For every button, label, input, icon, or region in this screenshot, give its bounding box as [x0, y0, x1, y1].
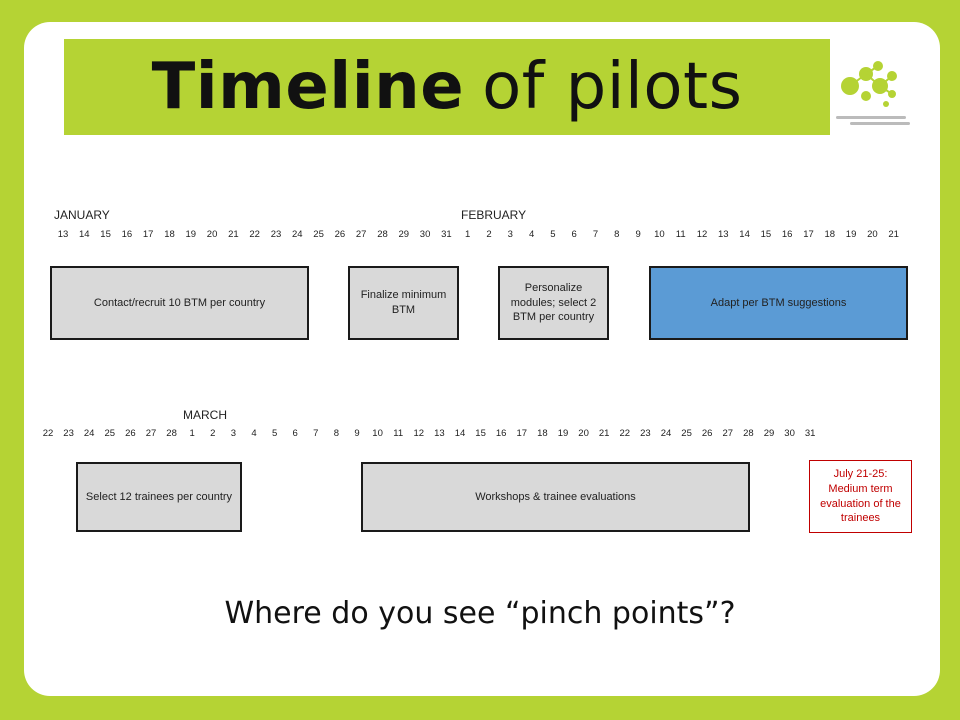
day-tick: 28	[166, 428, 177, 439]
day-tick: 4	[251, 428, 257, 439]
day-tick: 5	[271, 428, 278, 439]
day-tick: 19	[845, 229, 857, 240]
day-tick: 29	[398, 229, 410, 240]
day-tick: 18	[537, 428, 548, 439]
day-tick: 23	[270, 229, 282, 240]
day-tick: 25	[681, 428, 692, 439]
day-tick: 4	[528, 229, 535, 240]
day-tick: 22	[249, 229, 260, 240]
day-tick: 21	[598, 428, 610, 439]
day-tick: 13	[57, 229, 69, 240]
day-tick: 29	[763, 428, 775, 439]
day-tick: 20	[867, 229, 878, 240]
day-tick: 24	[660, 428, 672, 439]
day-tick: 16	[495, 428, 507, 439]
day-tick: 28	[743, 428, 754, 439]
day-tick: 11	[675, 229, 686, 240]
day-tick: 12	[696, 229, 708, 240]
day-tick: 5	[550, 229, 556, 240]
day-tick: 3	[507, 229, 513, 240]
day-tick: 16	[121, 229, 133, 240]
day-tick: 27	[145, 428, 157, 439]
task-finalize-btm: Finalize minimum BTM	[348, 266, 459, 340]
day-tick: 9	[354, 428, 360, 439]
day-tick: 31	[804, 428, 816, 439]
task-select-trainees: Select 12 trainees per country	[76, 462, 242, 532]
day-tick: 21	[888, 229, 899, 240]
day-tick: 23	[63, 428, 74, 439]
task-personalize-modules: Personalize modules; select 2 BTM per co…	[498, 266, 609, 340]
day-tick: 7	[592, 229, 599, 240]
day-tick: 25	[313, 229, 324, 240]
day-tick: 22	[619, 428, 631, 439]
day-tick: 15	[100, 229, 111, 240]
day-tick: 2	[210, 428, 216, 439]
day-tick: 6	[292, 428, 298, 439]
day-tick: 12	[413, 428, 425, 439]
day-tick: 2	[486, 229, 492, 240]
day-tick: 30	[784, 428, 795, 439]
month-label-february: FEBRUARY	[461, 208, 527, 222]
day-tick: 25	[104, 428, 116, 439]
day-tick: 19	[185, 229, 197, 240]
day-tick: 17	[516, 428, 528, 439]
day-tick: 6	[571, 229, 577, 240]
title-bold: Timeline	[151, 50, 465, 124]
day-tick: 15	[760, 229, 772, 240]
molecule-logo-icon	[836, 61, 910, 125]
day-tick: 11	[393, 428, 404, 439]
day-tick: 1	[465, 229, 471, 240]
day-tick: 20	[578, 428, 589, 439]
day-tick: 14	[79, 229, 90, 240]
page-title: Timeline of pilots	[64, 39, 830, 135]
day-tick: 27	[722, 428, 734, 439]
day-tick: 17	[142, 229, 154, 240]
day-tick: 21	[228, 229, 239, 240]
day-tick: 9	[635, 229, 641, 240]
day-tick: 3	[230, 428, 237, 439]
day-tick: 18	[824, 229, 836, 240]
day-tick: 8	[614, 229, 620, 240]
day-tick: 15	[475, 428, 486, 439]
day-tick: 26	[334, 229, 346, 240]
day-tick: 13	[718, 229, 729, 240]
day-tick: 7	[313, 428, 319, 439]
day-tick: 13	[434, 428, 445, 439]
title-rest: of pilots	[482, 50, 743, 124]
day-tick: 28	[377, 229, 388, 240]
day-tick: 31	[441, 229, 452, 240]
day-tick: 27	[355, 229, 367, 240]
day-tick: 1	[189, 428, 195, 439]
task-medium-term-evaluation: July 21-25: Medium term evaluation of th…	[809, 460, 912, 533]
day-tick: 19	[557, 428, 569, 439]
day-tick: 14	[739, 229, 750, 240]
day-tick: 26	[701, 428, 713, 439]
day-tick: 10	[654, 229, 665, 240]
day-tick: 22	[42, 428, 54, 439]
title-bar: Timeline of pilots	[64, 39, 830, 135]
day-tick: 16	[781, 229, 793, 240]
day-tick: 30	[419, 229, 431, 240]
month-label-january: JANUARY	[54, 208, 110, 222]
day-tick: 18	[164, 229, 175, 240]
day-tick: 14	[454, 428, 466, 439]
day-tick: 20	[206, 229, 218, 240]
task-adapt-btm: Adapt per BTM suggestions	[649, 266, 908, 340]
day-tick: 17	[803, 229, 814, 240]
day-tick: 24	[83, 428, 95, 439]
task-workshops-evaluations: Workshops & trainee evaluations	[361, 462, 750, 532]
day-tick: 26	[125, 428, 136, 439]
task-contact-recruit: Contact/recruit 10 BTM per country	[50, 266, 309, 340]
pinch-points-question: Where do you see “pinch points”?	[224, 596, 736, 631]
day-tick: 23	[640, 428, 651, 439]
day-tick: 24	[292, 229, 303, 240]
month-label-march: MARCH	[183, 408, 227, 422]
day-tick: 8	[333, 428, 340, 439]
day-tick: 10	[372, 428, 383, 439]
